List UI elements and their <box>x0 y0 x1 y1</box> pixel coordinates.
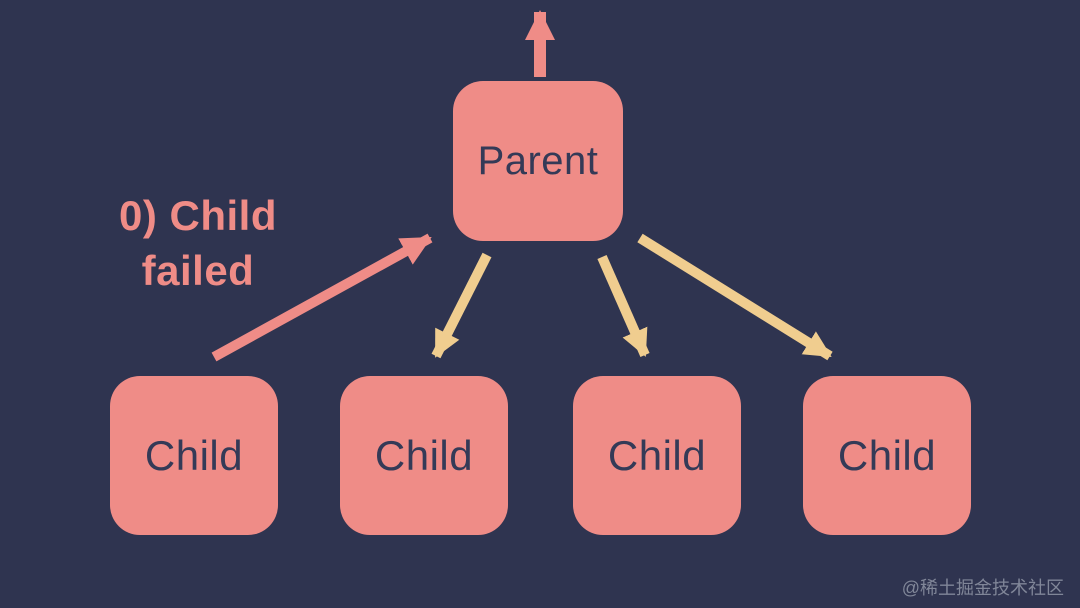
child-label: Child <box>607 431 707 479</box>
arrow-child1-to-parent-failed <box>211 233 433 362</box>
child-node-2: Child <box>340 376 508 535</box>
child-node-3: Child <box>573 376 741 535</box>
child-node-1: Child <box>110 376 278 535</box>
child-label: Child <box>837 431 937 479</box>
watermark: @稀土掘金技术社区 <box>901 578 1064 598</box>
parent-node: Parent <box>453 81 623 241</box>
child-node-4: Child <box>803 376 971 535</box>
arrow-parent-to-child2 <box>431 252 492 359</box>
failure-annotation-line1: 0) Child <box>119 192 277 239</box>
child-label: Child <box>144 431 244 479</box>
failure-annotation: 0) Child failed <box>102 188 294 299</box>
arrow-parent-to-child4 <box>637 233 833 361</box>
arrow-parent-to-child3 <box>597 254 650 358</box>
child-label: Child <box>374 431 474 479</box>
parent-label: Parent <box>477 138 599 183</box>
failure-annotation-line2: failed <box>141 247 255 295</box>
